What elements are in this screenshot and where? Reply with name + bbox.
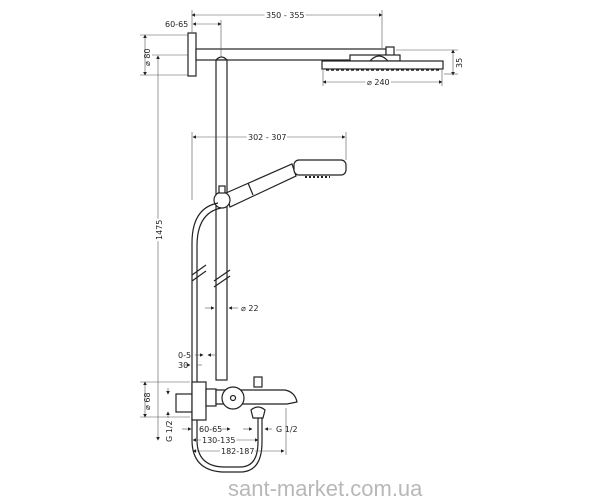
overhead-shower: [321, 54, 444, 71]
dim-flange-diameter: ⌀ 80: [143, 48, 152, 66]
dim-mixer-offset: 60-65: [199, 425, 222, 434]
hand-shower: [213, 159, 347, 209]
dimension-lines: [140, 10, 458, 455]
dim-outlet-distance: 130-135: [202, 436, 235, 445]
dim-total-height: 1475: [155, 220, 164, 240]
dim-escutcheon-diameter: ⌀ 68: [143, 392, 152, 410]
hose: [191, 202, 263, 473]
riser-rail: [215, 56, 228, 381]
dim-head-height: 35: [455, 58, 464, 68]
thermostat-mixer: [175, 376, 298, 421]
wall-flange: [187, 32, 197, 77]
dim-gap: 0-5: [178, 351, 191, 360]
dim-rail-diameter: ⌀ 22: [241, 304, 259, 313]
dim-wall-offset: 60-65: [165, 20, 188, 29]
dim-spout-length: 182-187: [221, 447, 254, 456]
dim-head-diameter: ⌀ 240: [367, 78, 390, 87]
dim-inlet-thread-right: G 1/2: [276, 425, 298, 434]
watermark: sant-market.com.ua: [228, 476, 423, 500]
dim-arm-length: 350 - 355: [266, 11, 305, 20]
dim-offset: 30: [178, 361, 188, 370]
dim-inlet-thread-left: G 1/2: [165, 420, 174, 442]
dim-hand-shower-reach: 302 - 307: [248, 133, 287, 142]
